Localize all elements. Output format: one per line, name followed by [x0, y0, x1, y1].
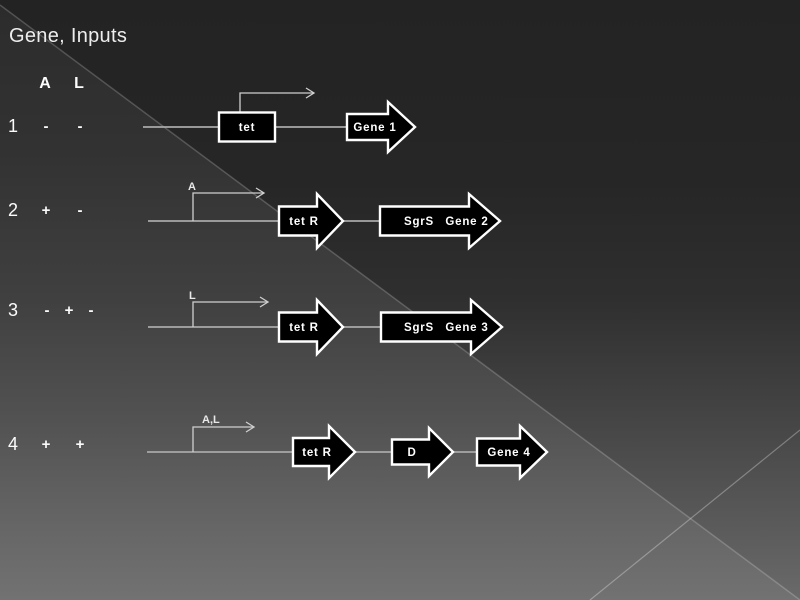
row-1-number: 1: [8, 116, 18, 136]
column-header-l: L: [74, 75, 84, 92]
row-1-arrow-gene-1: [345, 99, 417, 155]
shape-label-gene-4: Gene 4: [487, 447, 530, 459]
row-2-arrow-tet-r: [277, 191, 345, 251]
row-2-input-1: -: [78, 202, 83, 219]
row-1-input-0: -: [44, 118, 49, 135]
shape-label-tet-r: tet R: [302, 447, 332, 459]
row-4-input-1: +: [76, 436, 85, 453]
row-3-arrow-sgrs-gene-3: [379, 297, 504, 357]
row-3-input-1: +: [65, 302, 74, 319]
row-1-promoter-arrowhead-icon: [305, 87, 316, 99]
shape-label-tet: tet: [239, 122, 255, 134]
column-header-a: A: [39, 75, 51, 92]
row-4-number: 4: [8, 434, 18, 454]
row-2-promoter-label: A: [188, 181, 196, 193]
row-4-arrow-tet-r: [291, 423, 357, 481]
row-3-number: 3: [8, 300, 18, 320]
row-4-promoter-arrow: [192, 426, 253, 452]
row-4-input-0: +: [42, 436, 51, 453]
row-2-number: 2: [8, 200, 18, 220]
shape-label-sgrs: SgrS: [404, 322, 434, 334]
row-3-promoter-label: L: [189, 290, 196, 302]
shape-label-d: D: [407, 447, 416, 459]
row-1-box-tet: [217, 111, 277, 143]
diagonal-accent-line-1: [0, 4, 800, 600]
shape-label-sgrs: SgrS: [404, 216, 434, 228]
row-3-promoter-arrow: [192, 301, 267, 327]
row-4-promoter-arrowhead-icon: [245, 421, 256, 433]
row-3-input-2: -: [89, 302, 94, 319]
slide-title: Gene, Inputs: [9, 25, 128, 47]
row-4-promoter-label: A,L: [202, 414, 220, 426]
row-3-arrow-tet-r: [277, 297, 345, 357]
row-4-arrow-d: [390, 425, 455, 479]
row-2-promoter-arrowhead-icon: [255, 187, 266, 199]
row-3-input-0: -: [45, 302, 50, 319]
row-2-arrow-sgrs-gene-2: [378, 191, 502, 251]
shape-label-tet-r: tet R: [289, 322, 319, 334]
shape-label-gene-2: Gene 2: [445, 216, 488, 228]
shape-label-gene-1: Gene 1: [353, 122, 396, 134]
shape-label-tet-r: tet R: [289, 216, 319, 228]
shape-label-gene-3: Gene 3: [445, 322, 488, 334]
row-2-promoter-arrow: [192, 192, 263, 221]
diagonal-accent-line-2: [589, 429, 800, 600]
row-1-input-1: -: [78, 118, 83, 135]
row-2-input-0: +: [42, 202, 51, 219]
row-3-promoter-arrowhead-icon: [259, 296, 270, 308]
row-4-arrow-gene-4: [475, 423, 549, 481]
